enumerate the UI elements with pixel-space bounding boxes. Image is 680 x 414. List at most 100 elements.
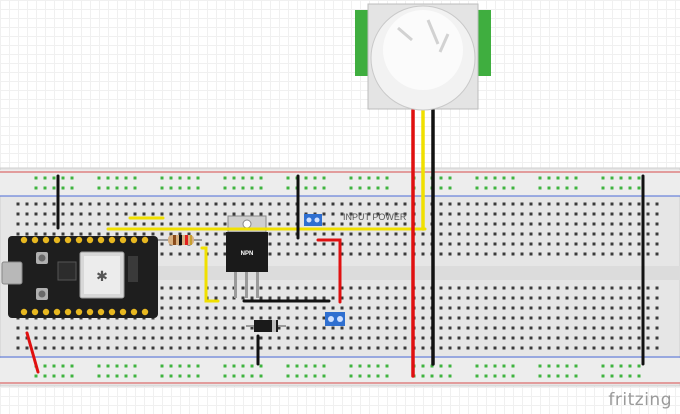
breadboard-hole	[358, 374, 362, 378]
breadboard-hole	[322, 364, 326, 368]
breadboard-hole	[637, 326, 641, 330]
breadboard-hole	[178, 336, 182, 340]
breadboard-hole	[556, 336, 560, 340]
breadboard-hole	[259, 346, 263, 350]
breadboard-hole	[655, 316, 659, 320]
breadboard-hole	[547, 364, 551, 368]
breadboard-hole	[565, 286, 569, 290]
breadboard-hole	[286, 232, 290, 236]
breadboard-hole	[475, 364, 479, 368]
breadboard-hole	[394, 306, 398, 310]
breadboard-hole	[358, 316, 362, 320]
breadboard-hole	[574, 374, 578, 378]
breadboard-hole	[619, 336, 623, 340]
breadboard-hole	[160, 186, 164, 190]
breadboard-hole	[493, 202, 497, 206]
breadboard-hole	[196, 306, 200, 310]
breadboard-hole	[646, 306, 650, 310]
breadboard-hole	[106, 186, 110, 190]
breadboard-hole	[133, 364, 137, 368]
breadboard-hole	[304, 252, 308, 256]
breadboard-hole	[214, 346, 218, 350]
breadboard-hole	[124, 232, 128, 236]
breadboard-hole	[313, 252, 317, 256]
breadboard-hole	[628, 316, 632, 320]
breadboard-hole	[187, 212, 191, 216]
breadboard-hole	[295, 374, 299, 378]
breadboard-hole	[304, 326, 308, 330]
breadboard-hole	[511, 176, 515, 180]
breadboard-hole	[655, 336, 659, 340]
breadboard-hole	[565, 336, 569, 340]
breadboard-hole	[106, 176, 110, 180]
breadboard-hole	[250, 286, 254, 290]
breadboard-hole	[619, 374, 623, 378]
breadboard-hole	[115, 326, 119, 330]
breadboard-hole	[34, 202, 38, 206]
breadboard-hole	[295, 336, 299, 340]
resistor	[158, 235, 202, 245]
breadboard-hole	[511, 296, 515, 300]
breadboard-hole	[187, 316, 191, 320]
breadboard-hole	[394, 212, 398, 216]
breadboard-hole	[133, 202, 137, 206]
breadboard-hole	[385, 242, 389, 246]
breadboard-hole	[610, 286, 614, 290]
breadboard-hole	[250, 374, 254, 378]
breadboard-hole	[493, 286, 497, 290]
breadboard-hole	[394, 202, 398, 206]
breadboard-hole	[331, 346, 335, 350]
breadboard-hole	[142, 326, 146, 330]
breadboard-hole	[205, 346, 209, 350]
breadboard-hole	[520, 232, 524, 236]
breadboard-hole	[394, 346, 398, 350]
breadboard-hole	[439, 364, 443, 368]
breadboard-hole	[484, 316, 488, 320]
breadboard-hole	[628, 222, 632, 226]
breadboard-hole	[601, 222, 605, 226]
breadboard-hole	[556, 202, 560, 206]
breadboard-hole	[448, 374, 452, 378]
breadboard-hole	[259, 212, 263, 216]
breadboard-hole	[241, 186, 245, 190]
breadboard-hole	[313, 176, 317, 180]
breadboard-hole	[196, 316, 200, 320]
breadboard-hole	[25, 202, 29, 206]
breadboard-hole	[529, 326, 533, 330]
breadboard-hole	[160, 306, 164, 310]
breadboard-hole	[637, 222, 641, 226]
breadboard-hole	[268, 202, 272, 206]
breadboard-hole	[376, 336, 380, 340]
breadboard-hole	[565, 316, 569, 320]
mcu-usb-port	[1, 261, 23, 285]
breadboard-hole	[331, 202, 335, 206]
breadboard-hole	[268, 222, 272, 226]
breadboard-hole	[421, 364, 425, 368]
breadboard-hole	[115, 212, 119, 216]
breadboard-hole	[529, 296, 533, 300]
breadboard-hole	[196, 202, 200, 206]
breadboard-hole	[367, 222, 371, 226]
breadboard-hole	[70, 374, 74, 378]
breadboard-hole	[475, 176, 479, 180]
breadboard-hole	[628, 374, 632, 378]
breadboard-hole	[151, 222, 155, 226]
breadboard-hole	[385, 346, 389, 350]
breadboard-hole	[376, 176, 380, 180]
breadboard-hole	[160, 212, 164, 216]
breadboard-hole	[475, 316, 479, 320]
breadboard-hole	[439, 336, 443, 340]
breadboard-hole	[439, 346, 443, 350]
breadboard-hole	[214, 232, 218, 236]
wire-yellow-transistor	[200, 246, 220, 303]
breadboard-hole	[277, 346, 281, 350]
breadboard-hole	[556, 176, 560, 180]
breadboard-hole	[232, 364, 236, 368]
breadboard-hole	[133, 346, 137, 350]
breadboard-hole	[439, 222, 443, 226]
breadboard-hole	[610, 316, 614, 320]
breadboard-hole	[655, 306, 659, 310]
transistor-label: NPN	[241, 251, 254, 257]
breadboard-hole	[259, 202, 263, 206]
breadboard-hole	[520, 316, 524, 320]
